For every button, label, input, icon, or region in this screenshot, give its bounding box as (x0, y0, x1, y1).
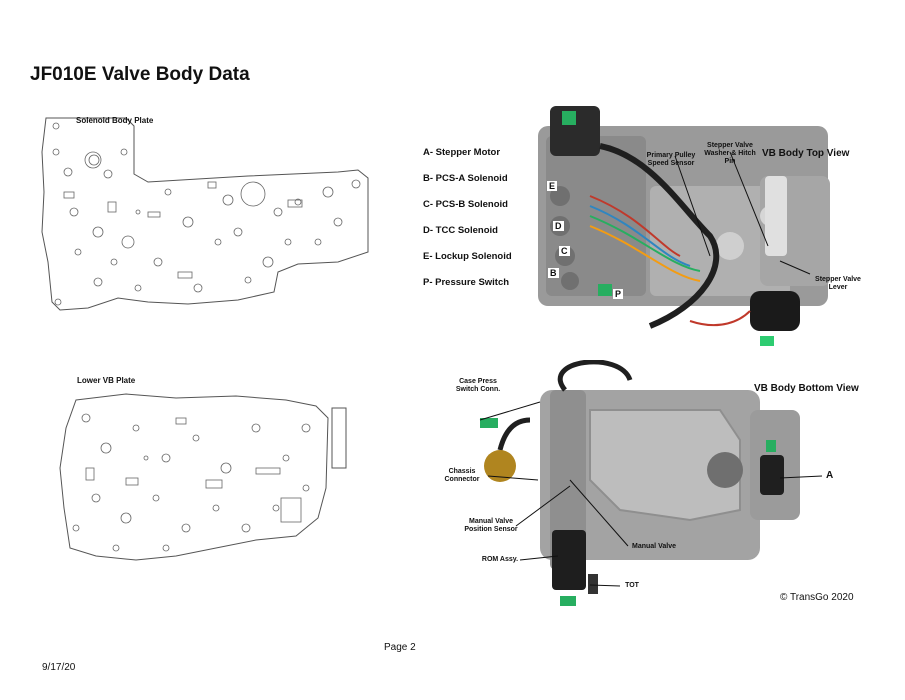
rom-assy-callout: ROM Assy. (481, 556, 519, 563)
legend-item-e: E- Lockup Solenoid (423, 251, 512, 262)
manual-valve-position-callout: Manual Valve Position Sensor (464, 518, 518, 533)
marker-p: P (613, 289, 624, 299)
bottom-view-title: VB Body Bottom View (754, 383, 859, 394)
copyright: © TransGo 2020 (780, 592, 854, 603)
legend-item-p: P- Pressure Switch (423, 277, 510, 288)
legend-item-c: C- PCS-B Solenoid (423, 199, 508, 210)
solenoid-legend: A- Stepper Motor B- PCS-A Solenoid C- PC… (423, 140, 512, 296)
solenoid-body-plate-drawing (41, 117, 369, 311)
date: 9/17/20 (42, 662, 76, 673)
solenoid-body-plate-label: Solenoid Body Plate (76, 116, 154, 125)
stepper-washer-callout: Stepper Valve Washer & Hitch Pin (704, 142, 756, 165)
primary-pulley-callout: Primary Pulley Speed Sensor (646, 152, 696, 167)
manual-valve-callout: Manual Valve (632, 543, 676, 550)
top-view-title: VB Body Top View (762, 148, 850, 159)
case-press-callout: Case Press Switch Conn. (455, 378, 501, 393)
chassis-connector-callout: Chassis Connector (444, 468, 480, 483)
tot-callout: TOT (625, 582, 639, 589)
lower-vb-plate-label: Lower VB Plate (77, 376, 136, 385)
legend-item-b: B- PCS-A Solenoid (423, 173, 508, 184)
marker-e: E (547, 181, 558, 191)
marker-c: C (559, 246, 570, 256)
legend-item-a: A- Stepper Motor (423, 147, 501, 158)
marker-d: D (553, 221, 564, 231)
page-title: JF010E Valve Body Data (30, 64, 250, 85)
page-number: Page 2 (384, 642, 416, 653)
legend-item-d: D- TCC Solenoid (423, 225, 498, 236)
marker-a: A (826, 470, 834, 481)
lower-vb-plate-drawing (59, 393, 347, 561)
valve-body-bottom-view-photo (479, 360, 823, 606)
stepper-lever-callout: Stepper Valve Lever (815, 276, 861, 291)
marker-b: B (548, 268, 559, 278)
valve-body-top-view-photo (538, 106, 830, 346)
